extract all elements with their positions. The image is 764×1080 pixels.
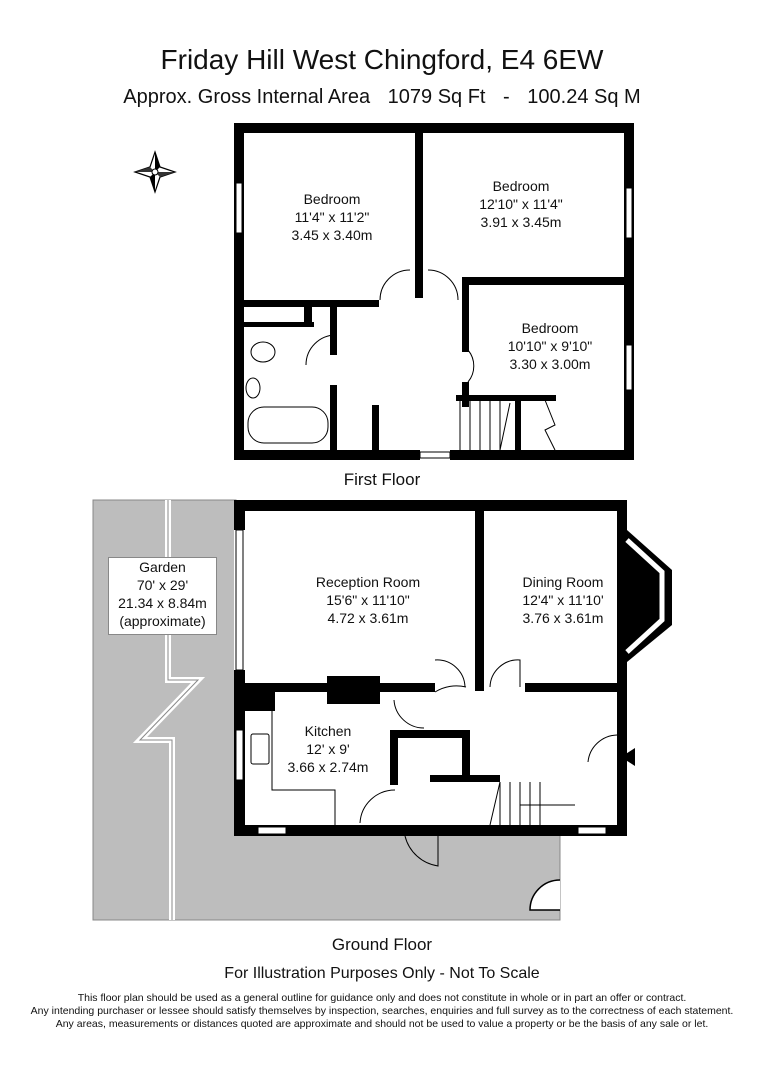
disclaimer-line: Any intending purchaser or lessee should… — [30, 1005, 734, 1017]
room-metric: 3.91 x 3.45m — [480, 214, 562, 230]
area-summary: Approx. Gross Internal Area 1079 Sq Ft -… — [0, 86, 764, 109]
room-label-bedroom-2: Bedroom 12'10" x 11'4" 3.91 x 3.45m — [479, 177, 563, 231]
room-name: Bedroom — [492, 178, 550, 194]
room-imperial: 70' x 29' — [136, 577, 189, 593]
room-label-reception: Reception Room 15'6" x 11'10" 4.72 x 3.6… — [316, 573, 420, 627]
room-imperial: 15'6" x 11'10" — [326, 592, 410, 608]
room-metric: 3.66 x 2.74m — [287, 759, 369, 775]
room-name: Dining Room — [522, 574, 604, 590]
disclaimer-line: Any areas, measurements or distances quo… — [55, 1018, 709, 1030]
room-name: Reception Room — [315, 574, 421, 590]
room-imperial: 12'4" x 11'10' — [522, 592, 604, 608]
room-label-bedroom-3: Bedroom 10'10" x 9'10" 3.30 x 3.00m — [508, 319, 593, 373]
room-imperial: 10'10" x 9'10" — [507, 338, 593, 354]
room-imperial: 12'10" x 11'4" — [479, 196, 563, 212]
room-name: Bedroom — [521, 320, 579, 336]
disclaimer-line: This floor plan should be used as a gene… — [77, 992, 687, 1004]
room-label-bedroom-1: Bedroom 11'4" x 11'2" 3.45 x 3.40m — [292, 190, 373, 244]
compass-icon — [133, 150, 177, 194]
first-floor-plan — [234, 123, 634, 460]
area-label: Approx. Gross Internal Area — [123, 86, 371, 108]
room-metric: 3.45 x 3.40m — [291, 227, 373, 243]
room-metric: 4.72 x 3.61m — [327, 610, 409, 626]
area-separator: - — [503, 86, 510, 108]
room-metric: 21.34 x 8.84m — [118, 595, 207, 611]
area-sqft: 1079 Sq Ft — [387, 86, 486, 108]
room-label-kitchen: Kitchen 12' x 9' 3.66 x 2.74m — [288, 722, 369, 776]
first-floor-label: First Floor — [343, 470, 421, 489]
room-imperial: 11'4" x 11'2" — [294, 209, 370, 225]
room-metric: 3.30 x 3.00m — [509, 356, 591, 372]
page-title: Friday Hill West Chingford, E4 6EW — [160, 44, 604, 75]
room-note: (approximate) — [119, 613, 206, 629]
entrance-arrow-icon — [621, 748, 635, 766]
room-name: Bedroom — [303, 191, 361, 207]
ground-floor-plan — [234, 500, 672, 867]
room-label-garden: Garden 70' x 29' 21.34 x 8.84m (approxim… — [108, 557, 217, 635]
ground-floor-label: Ground Floor — [331, 935, 433, 954]
room-imperial: 12' x 9' — [306, 741, 350, 757]
illustration-note: For Illustration Purposes Only - Not To … — [224, 965, 540, 982]
area-sqm: 100.24 Sq M — [527, 86, 641, 108]
room-name: Kitchen — [304, 723, 352, 739]
garden-gate — [529, 879, 561, 911]
room-label-dining: Dining Room 12'4" x 11'10' 3.76 x 3.61m — [522, 573, 603, 627]
room-name: Garden — [139, 559, 186, 575]
room-metric: 3.76 x 3.61m — [522, 610, 604, 626]
